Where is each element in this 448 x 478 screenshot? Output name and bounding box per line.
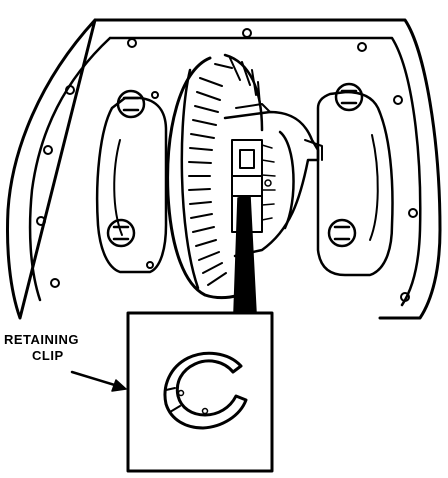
right-cap-bolts bbox=[327, 82, 364, 248]
detail-inset-box bbox=[126, 311, 274, 473]
left-bearing-cap bbox=[95, 96, 168, 274]
zoom-pointer bbox=[233, 195, 257, 313]
retaining-clip bbox=[163, 351, 248, 430]
differential-case bbox=[223, 103, 323, 258]
callout-label-line1: RETAINING bbox=[4, 332, 80, 347]
callout-arrow bbox=[70, 370, 127, 392]
left-cap-bolts bbox=[106, 89, 146, 248]
housing-inner-edge bbox=[28, 36, 422, 307]
flange-bolt-holes bbox=[36, 28, 418, 302]
callout-label-line2: CLIP bbox=[32, 348, 64, 363]
right-bearing-cap bbox=[316, 90, 394, 277]
housing-outer-edge bbox=[6, 18, 442, 320]
ring-gear bbox=[166, 53, 264, 300]
